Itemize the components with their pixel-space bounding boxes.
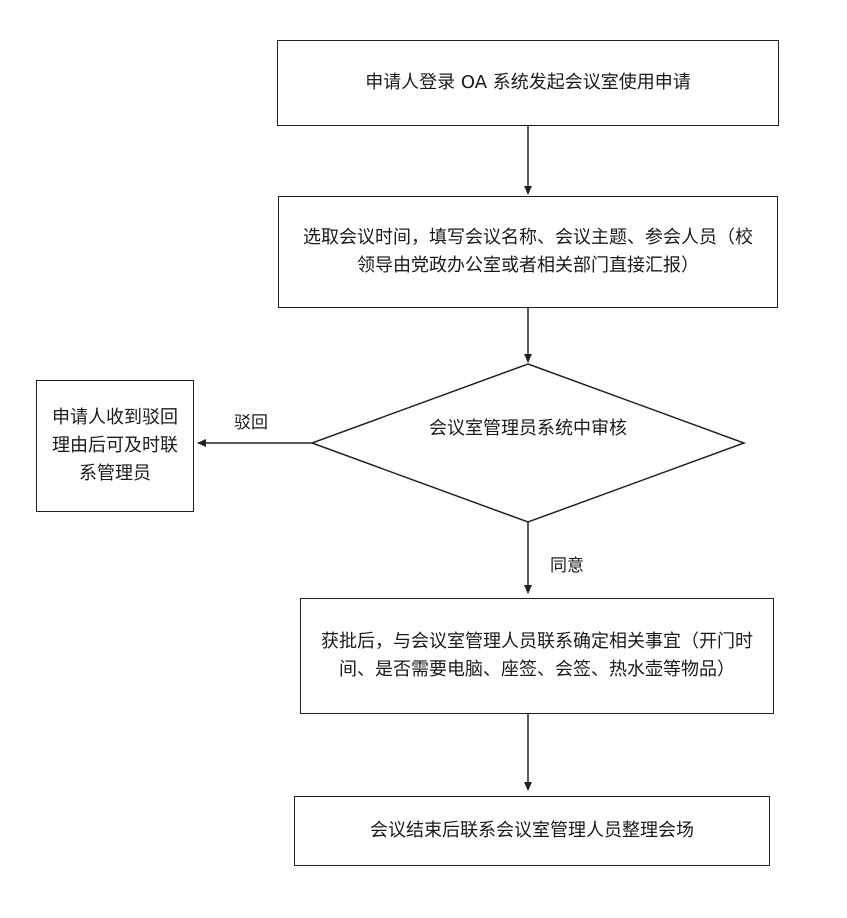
select-node: 选取会议时间，填写会议名称、会议主题、参会人员（校领导由党政办公室或者相关部门直…	[278, 196, 778, 308]
reject-note-text: 申请人收到驳回理由后可及时联系管理员	[52, 407, 178, 484]
reject-label: 驳回	[234, 413, 268, 433]
review-diamond	[309, 363, 747, 523]
review-node-text: 会议室管理员系统中审核	[429, 418, 627, 439]
select-node-text: 选取会议时间，填写会议名称、会议主题、参会人员（校领导由党政办公室或者相关部门直…	[303, 227, 753, 276]
start-node-text: 申请人登录 OA 系统发起会议室使用申请	[365, 72, 691, 93]
end-node-text: 会议结束后联系会议室管理人员整理会场	[370, 820, 694, 841]
end-node: 会议结束后联系会议室管理人员整理会场	[294, 796, 770, 866]
approved-node-text: 获批后，与会议室管理人员联系确定相关事宜（开门时间、是否需要电脑、座签、会签、热…	[321, 631, 753, 680]
reject-note-node: 申请人收到驳回理由后可及时联系管理员	[36, 380, 194, 512]
agree-label: 同意	[550, 556, 584, 576]
approved-node: 获批后，与会议室管理人员联系确定相关事宜（开门时间、是否需要电脑、座签、会签、热…	[300, 598, 774, 714]
review-node-text-wrap: 会议室管理员系统中审核	[424, 415, 632, 443]
start-node: 申请人登录 OA 系统发起会议室使用申请	[277, 40, 779, 126]
